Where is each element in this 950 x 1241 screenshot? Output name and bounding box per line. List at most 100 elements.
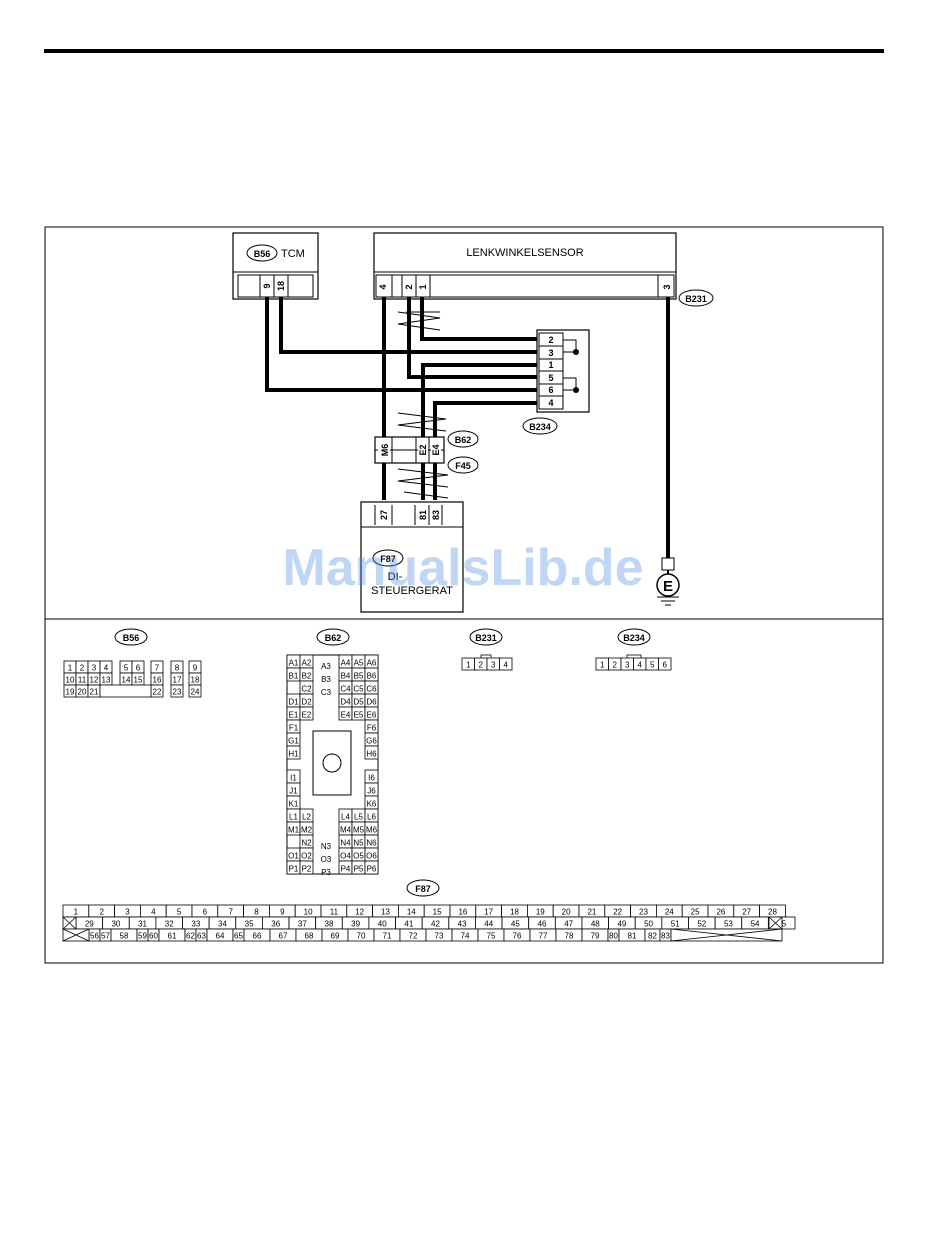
b62-pin-L2: L2 <box>302 813 311 822</box>
f87-pin-60: 60 <box>149 932 158 941</box>
b56-pin-11: 11 <box>78 676 87 685</box>
b234-pin-1: 1 <box>600 661 605 670</box>
b62-pin-L6: L6 <box>367 813 376 822</box>
b62-pin-O6: O6 <box>366 852 377 861</box>
f87-pin-74: 74 <box>461 932 470 941</box>
f87-pin-75: 75 <box>487 932 496 941</box>
f87-pin-29: 29 <box>85 920 94 929</box>
f87-pin-39: 39 <box>351 920 360 929</box>
b62-pin-e2: E2 <box>418 444 428 455</box>
f87-pin-46: 46 <box>538 920 547 929</box>
f87-pin-83: 83 <box>661 932 670 941</box>
f87-face-label: F87 <box>415 884 431 894</box>
f87-badge <box>372 549 404 567</box>
b62-pin-C5: C5 <box>353 685 364 694</box>
b56-pin-17: 17 <box>173 676 182 685</box>
b62-pin-M4: M4 <box>340 826 352 835</box>
b56-pin-2: 2 <box>80 664 85 673</box>
f87-pin-10: 10 <box>304 908 313 917</box>
b62-pin-O3: O3 <box>321 855 332 864</box>
f87-pin-53: 53 <box>724 920 733 929</box>
b62-pin-P1: P1 <box>289 865 299 874</box>
b62-pin-H6-cell <box>364 745 379 760</box>
b56-pin-19: 19 <box>66 688 75 697</box>
b62-pin-E1: E1 <box>289 711 299 720</box>
f87-pin-71: 71 <box>383 932 392 941</box>
watermark: ManualsLib.de <box>282 539 643 597</box>
b56-pin-6: 6 <box>136 664 141 673</box>
b62-f45-joint-connector: M6 E2 E4 B62 F45 <box>374 430 479 474</box>
f87-pin-14: 14 <box>407 908 416 917</box>
b62-pin-N6: N6 <box>366 839 377 848</box>
f87-pin-31: 31 <box>138 920 147 929</box>
f87-pin-50: 50 <box>644 920 653 929</box>
f87-pin-64: 64 <box>216 932 225 941</box>
b56-pin-18: 18 <box>191 676 200 685</box>
b62-pin-C6: C6 <box>366 685 377 694</box>
f87-pin-38: 38 <box>325 920 334 929</box>
f87-pin-33: 33 <box>191 920 200 929</box>
b56-pin-12: 12 <box>90 676 99 685</box>
f87-pin-25: 25 <box>691 908 700 917</box>
f87-pin-68: 68 <box>305 932 314 941</box>
b62-pin-P2-cell <box>299 860 314 875</box>
b234-pin-3: 3 <box>548 348 553 358</box>
f87-pin-62: 62 <box>186 932 195 941</box>
b62-pin-D2: D2 <box>301 698 312 707</box>
f87-pin-78: 78 <box>565 932 574 941</box>
f87-pin-28: 28 <box>768 908 777 917</box>
f87-pin-32: 32 <box>165 920 174 929</box>
f87-pin-57: 57 <box>101 932 110 941</box>
b62-pin-K6: K6 <box>367 800 377 809</box>
b231-face-badge <box>469 628 503 646</box>
b62-pin-B1: B1 <box>289 672 299 681</box>
f87-pin-34: 34 <box>218 920 227 929</box>
b62-pin-P6-cell <box>364 860 379 875</box>
b234-pin-1: 1 <box>548 360 553 370</box>
b234-pin-6: 6 <box>548 385 553 395</box>
f87-pin-65: 65 <box>234 932 243 941</box>
b56-pin-15: 15 <box>134 676 143 685</box>
f87-pin-52: 52 <box>697 920 706 929</box>
b62-pin-I1: I1 <box>290 774 297 783</box>
f87-pin-15: 15 <box>433 908 442 917</box>
b62-pin-B6: B6 <box>367 672 377 681</box>
b62-pin-F6: F6 <box>367 724 377 733</box>
f87-pin-1: 1 <box>74 908 79 917</box>
b62-pin-H6: H6 <box>366 750 377 759</box>
f87-pin-82: 82 <box>648 932 657 941</box>
f87-pin-51: 51 <box>671 920 680 929</box>
f87-pin-12: 12 <box>355 908 364 917</box>
b231-pin-4-cell <box>499 657 513 671</box>
b62-pin-P5: P5 <box>354 865 364 874</box>
f87-pin-77: 77 <box>539 932 548 941</box>
f87-pin-19: 19 <box>536 908 545 917</box>
b56-face-badge <box>114 628 148 646</box>
f87-pin-37: 37 <box>298 920 307 929</box>
f87-pin-26: 26 <box>716 908 725 917</box>
ground-symbol: E <box>656 557 680 606</box>
b62-pin-O4: O4 <box>340 852 351 861</box>
b62-pin-N4: N4 <box>340 839 351 848</box>
b62-pin-L5: L5 <box>354 813 363 822</box>
ecu-pin-27: 27 <box>379 510 389 520</box>
b62-pin-D4: D4 <box>340 698 351 707</box>
b62-pin-B3: B3 <box>321 675 331 684</box>
f87-pin-35: 35 <box>245 920 254 929</box>
f87-pin-58: 58 <box>120 932 129 941</box>
f87-pin-63: 63 <box>197 932 206 941</box>
ecu-pin-81: 81 <box>418 510 428 520</box>
b62-pin-N5: N5 <box>353 839 364 848</box>
f87-pin-72: 72 <box>409 932 418 941</box>
b62-pin-B2: B2 <box>302 672 312 681</box>
b56-pin-8: 8 <box>175 664 180 673</box>
f87-pin-2: 2 <box>99 908 104 917</box>
f87-pin-9: 9 <box>280 908 285 917</box>
f87-pin-70: 70 <box>357 932 366 941</box>
b56-pin-14: 14 <box>122 676 131 685</box>
b62-pin-L4: L4 <box>341 813 350 822</box>
f87-pin-43: 43 <box>458 920 467 929</box>
b62-face-badge <box>316 628 350 646</box>
f87-x2-mark <box>768 916 783 930</box>
